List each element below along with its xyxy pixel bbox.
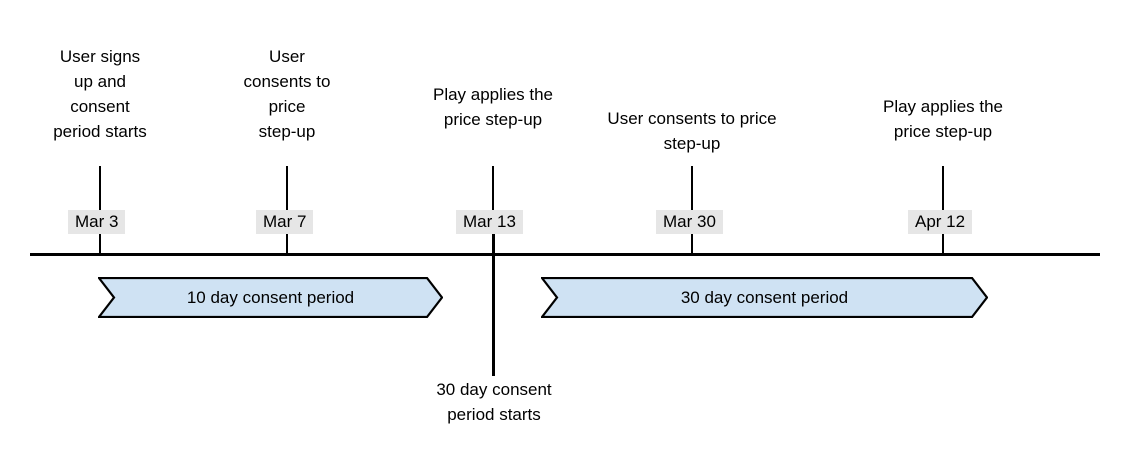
chevron-shape-icon bbox=[541, 277, 988, 318]
date-chip-mar-30: Mar 30 bbox=[656, 210, 723, 234]
chevron-shape-icon bbox=[98, 277, 443, 318]
timeline-axis bbox=[30, 253, 1100, 256]
date-chip-mar-13: Mar 13 bbox=[456, 210, 523, 234]
event-caption-mar-3: User signs up and consent period starts bbox=[53, 47, 147, 141]
date-chip-mar-7: Mar 7 bbox=[256, 210, 314, 234]
event-caption-mar-13: Play applies the price step-up bbox=[432, 85, 554, 129]
date-chip-apr-12: Apr 12 bbox=[908, 210, 973, 234]
event-caption-mar-30: User consents to price step-up bbox=[607, 109, 777, 153]
tick-lower-mar-13 bbox=[492, 234, 495, 376]
tick-lower-mar-30 bbox=[691, 234, 693, 255]
tick-upper-mar-7 bbox=[286, 166, 288, 210]
consent-period-banner-30-day: 30 day consent period bbox=[541, 277, 988, 318]
consent-period-label-10-day: 10 day consent period bbox=[186, 288, 355, 307]
tick-upper-mar-3 bbox=[99, 166, 101, 210]
consent-period-banner-10-day: 10 day consent period bbox=[98, 277, 443, 318]
tick-lower-apr-12 bbox=[942, 234, 944, 255]
event-caption-apr-12: Play applies the price step-up bbox=[882, 97, 1004, 141]
consent-period-label-30-day: 30 day consent period bbox=[680, 288, 849, 307]
below-annotation-mar-13: 30 day consent period starts bbox=[436, 380, 552, 424]
tick-lower-mar-7 bbox=[286, 234, 288, 255]
tick-upper-mar-30 bbox=[691, 166, 693, 210]
tick-upper-mar-13 bbox=[492, 166, 494, 210]
tick-lower-mar-3 bbox=[99, 234, 101, 255]
tick-upper-apr-12 bbox=[942, 166, 944, 210]
date-chip-mar-3: Mar 3 bbox=[68, 210, 126, 234]
event-caption-mar-7: User consents to price step-up bbox=[243, 47, 331, 141]
